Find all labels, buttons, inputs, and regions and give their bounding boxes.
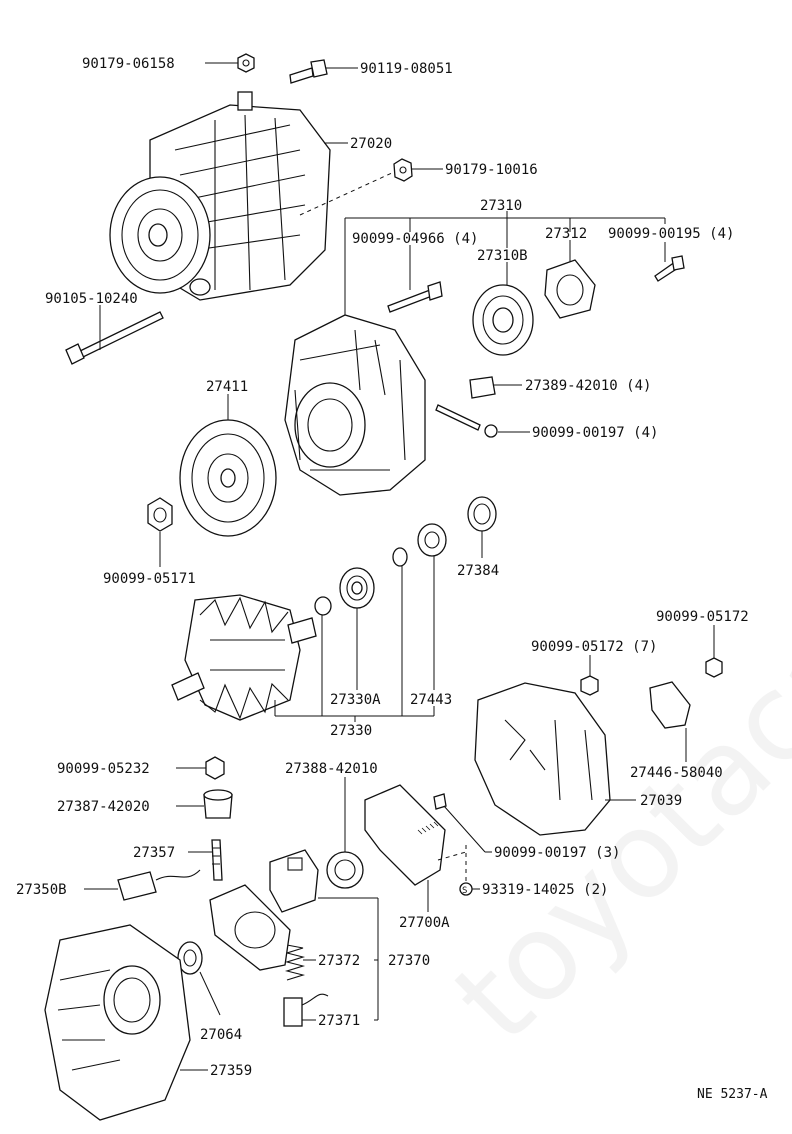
bearing-27310b-drawing — [472, 284, 534, 356]
label-90179-10016: 90179-10016 — [445, 162, 538, 178]
ring-drawing — [392, 547, 408, 567]
label-27371: 27371 — [318, 1013, 360, 1029]
label-93319-14025: 93319-14025 (2) — [482, 882, 608, 898]
drive-end-frame-drawing — [284, 314, 426, 496]
regulator-27700a-drawing — [364, 784, 446, 886]
bearing-27330a-drawing — [339, 567, 375, 609]
label-27700a: 27700A — [399, 915, 450, 931]
label-27372: 27372 — [318, 953, 360, 969]
rectifier-end-frame-27359-drawing — [44, 924, 191, 1121]
rotor-27330-drawing — [171, 594, 317, 721]
brush-holder-27370-drawing — [269, 849, 319, 913]
rotor-ring-drawing — [314, 596, 332, 616]
label-27330a: 27330A — [330, 692, 381, 708]
label-90099-05172-top: 90099-05172 — [656, 609, 749, 625]
retainer-plate-27312-drawing — [544, 259, 596, 319]
label-90119-08051: 90119-08051 — [360, 61, 453, 77]
pulley-27411-drawing — [179, 419, 277, 537]
label-90099-05171: 90099-05171 — [103, 571, 196, 587]
footer-code: NE 5237-A — [697, 1087, 768, 1102]
plug-27350b-drawing — [117, 869, 201, 901]
terminal-27357-drawing — [211, 839, 223, 881]
screw-90099-00197-4-drawing — [435, 404, 498, 438]
nut-90099-05172-7-drawing — [580, 675, 599, 696]
bearing-27388-42010-drawing — [326, 851, 364, 889]
label-27388-42010: 27388-42010 — [285, 761, 378, 777]
spacer-27384-drawing — [467, 496, 497, 532]
nut-90179-10016-drawing — [393, 158, 413, 182]
rectifier-drawing — [209, 884, 291, 971]
label-27384: 27384 — [457, 563, 499, 579]
screw-90099-00195-drawing — [654, 255, 685, 282]
label-90099-04966: 90099-04966 (4) — [352, 231, 478, 247]
label-27370: 27370 — [388, 953, 430, 969]
label-90179-06158: 90179-06158 — [82, 56, 175, 72]
label-27312: 27312 — [545, 226, 587, 242]
label-90099-00195: 90099-00195 (4) — [608, 226, 734, 242]
nut-90179-06158-drawing — [237, 53, 255, 73]
label-27411: 27411 — [206, 379, 248, 395]
bushing-27387-42020-drawing — [203, 789, 233, 819]
end-cover-27039-drawing — [474, 682, 611, 836]
label-27039: 27039 — [640, 793, 682, 809]
stud-90099-04966-drawing — [387, 281, 443, 313]
part-labels: 90179-06158 90119-08051 27020 90179-1001… — [16, 56, 768, 1102]
label-27350b: 27350B — [16, 882, 67, 898]
spring-27372-drawing — [284, 944, 306, 981]
label-90099-05172-7: 90099-05172 (7) — [531, 639, 657, 655]
label-27359: 27359 — [210, 1063, 252, 1079]
label-27020: 27020 — [350, 136, 392, 152]
label-27443: 27443 — [410, 692, 452, 708]
bolt-90119-08051-drawing — [289, 59, 328, 84]
label-27357: 27357 — [133, 845, 175, 861]
brush-27371-drawing — [283, 993, 329, 1027]
cover-27443-drawing — [417, 523, 447, 557]
through-bolt-90105-10240-drawing — [65, 311, 164, 365]
label-27446-58040: 27446-58040 — [630, 765, 723, 781]
leader-lines — [84, 62, 715, 1071]
nut-90099-05172-top-drawing — [705, 657, 723, 678]
watermark: toyotacarMine.ru — [428, 246, 792, 1069]
label-90099-05232: 90099-05232 — [57, 761, 150, 777]
label-27330: 27330 — [330, 723, 372, 739]
label-27310b: 27310B — [477, 248, 528, 264]
alternator-assembly-drawing — [109, 91, 331, 301]
nut-90099-05171-drawing — [147, 497, 173, 532]
insulator-27389-42010-drawing — [469, 376, 496, 399]
bracket-27446-58040-drawing — [649, 681, 691, 729]
label-27064: 27064 — [200, 1027, 242, 1043]
label-90099-00197-4: 90099-00197 (4) — [532, 425, 658, 441]
label-27387-42020: 27387-42020 — [57, 799, 150, 815]
label-27310: 27310 — [480, 198, 522, 214]
nut-90099-05232-drawing — [205, 756, 225, 780]
screw-90099-00197-3-drawing — [433, 793, 447, 810]
washer-93319-14025-drawing: S — [459, 882, 473, 896]
label-27389-42010: 27389-42010 (4) — [525, 378, 651, 394]
svg-text:S: S — [462, 886, 467, 896]
label-90105-10240: 90105-10240 — [45, 291, 138, 307]
label-90099-00197-3: 90099-00197 (3) — [494, 845, 620, 861]
